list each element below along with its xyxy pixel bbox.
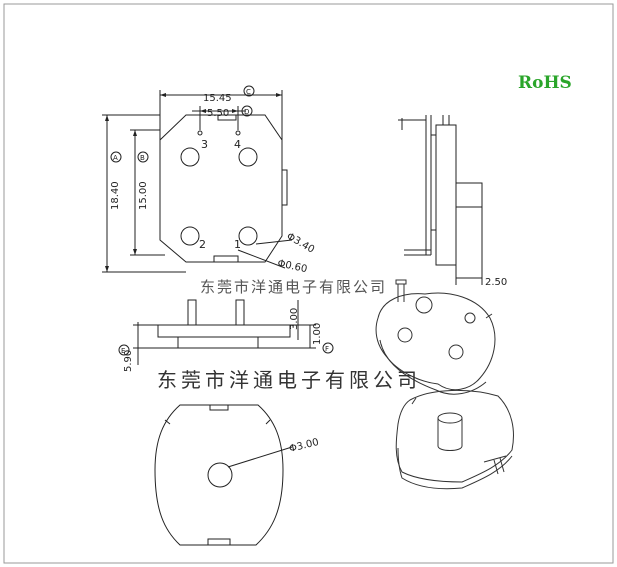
top-view-notch-top <box>217 115 237 121</box>
side-view <box>398 115 483 285</box>
dim-front-pin-len: 3.00 <box>289 308 300 330</box>
dim-ref-circle-b <box>137 151 149 163</box>
pin-hole-small <box>235 130 241 136</box>
iso-top-hole <box>415 296 433 314</box>
dim-front-base: 1.00 <box>312 323 323 345</box>
iso-top-hole <box>464 312 476 324</box>
dim-ref-b: B <box>140 154 145 162</box>
iso-bottom-knob-top <box>437 412 463 424</box>
iso-bottom-base-edge <box>397 447 513 490</box>
pin-label-2: 2 <box>199 238 206 251</box>
dim-hole-small: Φ0.60 <box>276 258 308 275</box>
iso-top-hole <box>448 344 464 360</box>
dim-ref-d: D <box>244 108 249 116</box>
watermark-company-large: 东莞市洋通电子有限公司 <box>157 368 421 392</box>
front-view <box>133 299 316 365</box>
dim-ref-e: E <box>121 347 125 355</box>
dim-ref-c: C <box>246 88 251 96</box>
pin-label-1: 1 <box>234 238 241 251</box>
bottom-notch-left <box>164 419 171 425</box>
dim-ref-circle-f <box>322 342 334 354</box>
front-pin-right <box>235 299 245 326</box>
front-body <box>177 336 259 349</box>
top-view-right-tab <box>282 169 288 206</box>
dim-side-offset: 2.50 <box>485 277 507 288</box>
dimension-arrows <box>105 93 282 272</box>
dim-ref-a: A <box>113 154 118 162</box>
dim-inner-height: 15.00 <box>138 181 149 210</box>
pin-label-3: 3 <box>201 138 208 151</box>
dim-pin-spacing: 5.50 <box>207 108 229 119</box>
bottom-notch-bottom <box>207 538 231 545</box>
iso-bottom-body <box>395 389 514 483</box>
iso-top-hole <box>397 327 413 343</box>
dim-height: 18.40 <box>110 181 121 210</box>
dim-center-hole: Φ3.00 <box>288 437 320 455</box>
side-body <box>435 124 457 266</box>
dim-ref-circle-e <box>118 344 130 356</box>
rohs-badge: RoHS <box>518 73 572 93</box>
dim-ref-circle-a <box>110 151 122 163</box>
pin-hole-small <box>197 130 203 136</box>
front-pin-left <box>187 299 197 326</box>
dim-hole-large: Φ3.40 <box>285 231 317 256</box>
hole-2 <box>180 226 200 246</box>
hole-1 <box>238 226 258 246</box>
hole-4 <box>238 147 258 167</box>
bottom-center-hole <box>207 462 233 488</box>
dim-ref-f: F <box>325 345 329 353</box>
bottom-notch-right <box>265 419 271 425</box>
pin-label-4: 4 <box>234 138 241 151</box>
dim-ref-circle-c <box>243 85 255 97</box>
dim-ref-circle-d <box>241 105 253 117</box>
hole-3 <box>180 147 200 167</box>
top-view-notch-bottom <box>213 255 239 262</box>
isometric-view-bottom <box>395 389 514 490</box>
drawing-border <box>3 3 614 564</box>
watermark-company-small: 东莞市洋通电子有限公司 <box>200 278 388 296</box>
top-view <box>102 90 293 273</box>
iso-bottom-knob <box>437 418 463 451</box>
front-base <box>157 324 291 338</box>
bottom-notch-top <box>209 405 229 411</box>
bottom-view-outline <box>154 404 284 546</box>
dim-front-total: 5.90 <box>123 350 134 372</box>
bottom-view <box>154 404 293 546</box>
top-view-outline <box>159 114 283 263</box>
side-knob <box>455 182 483 208</box>
dim-width: 15.45 <box>203 93 232 104</box>
